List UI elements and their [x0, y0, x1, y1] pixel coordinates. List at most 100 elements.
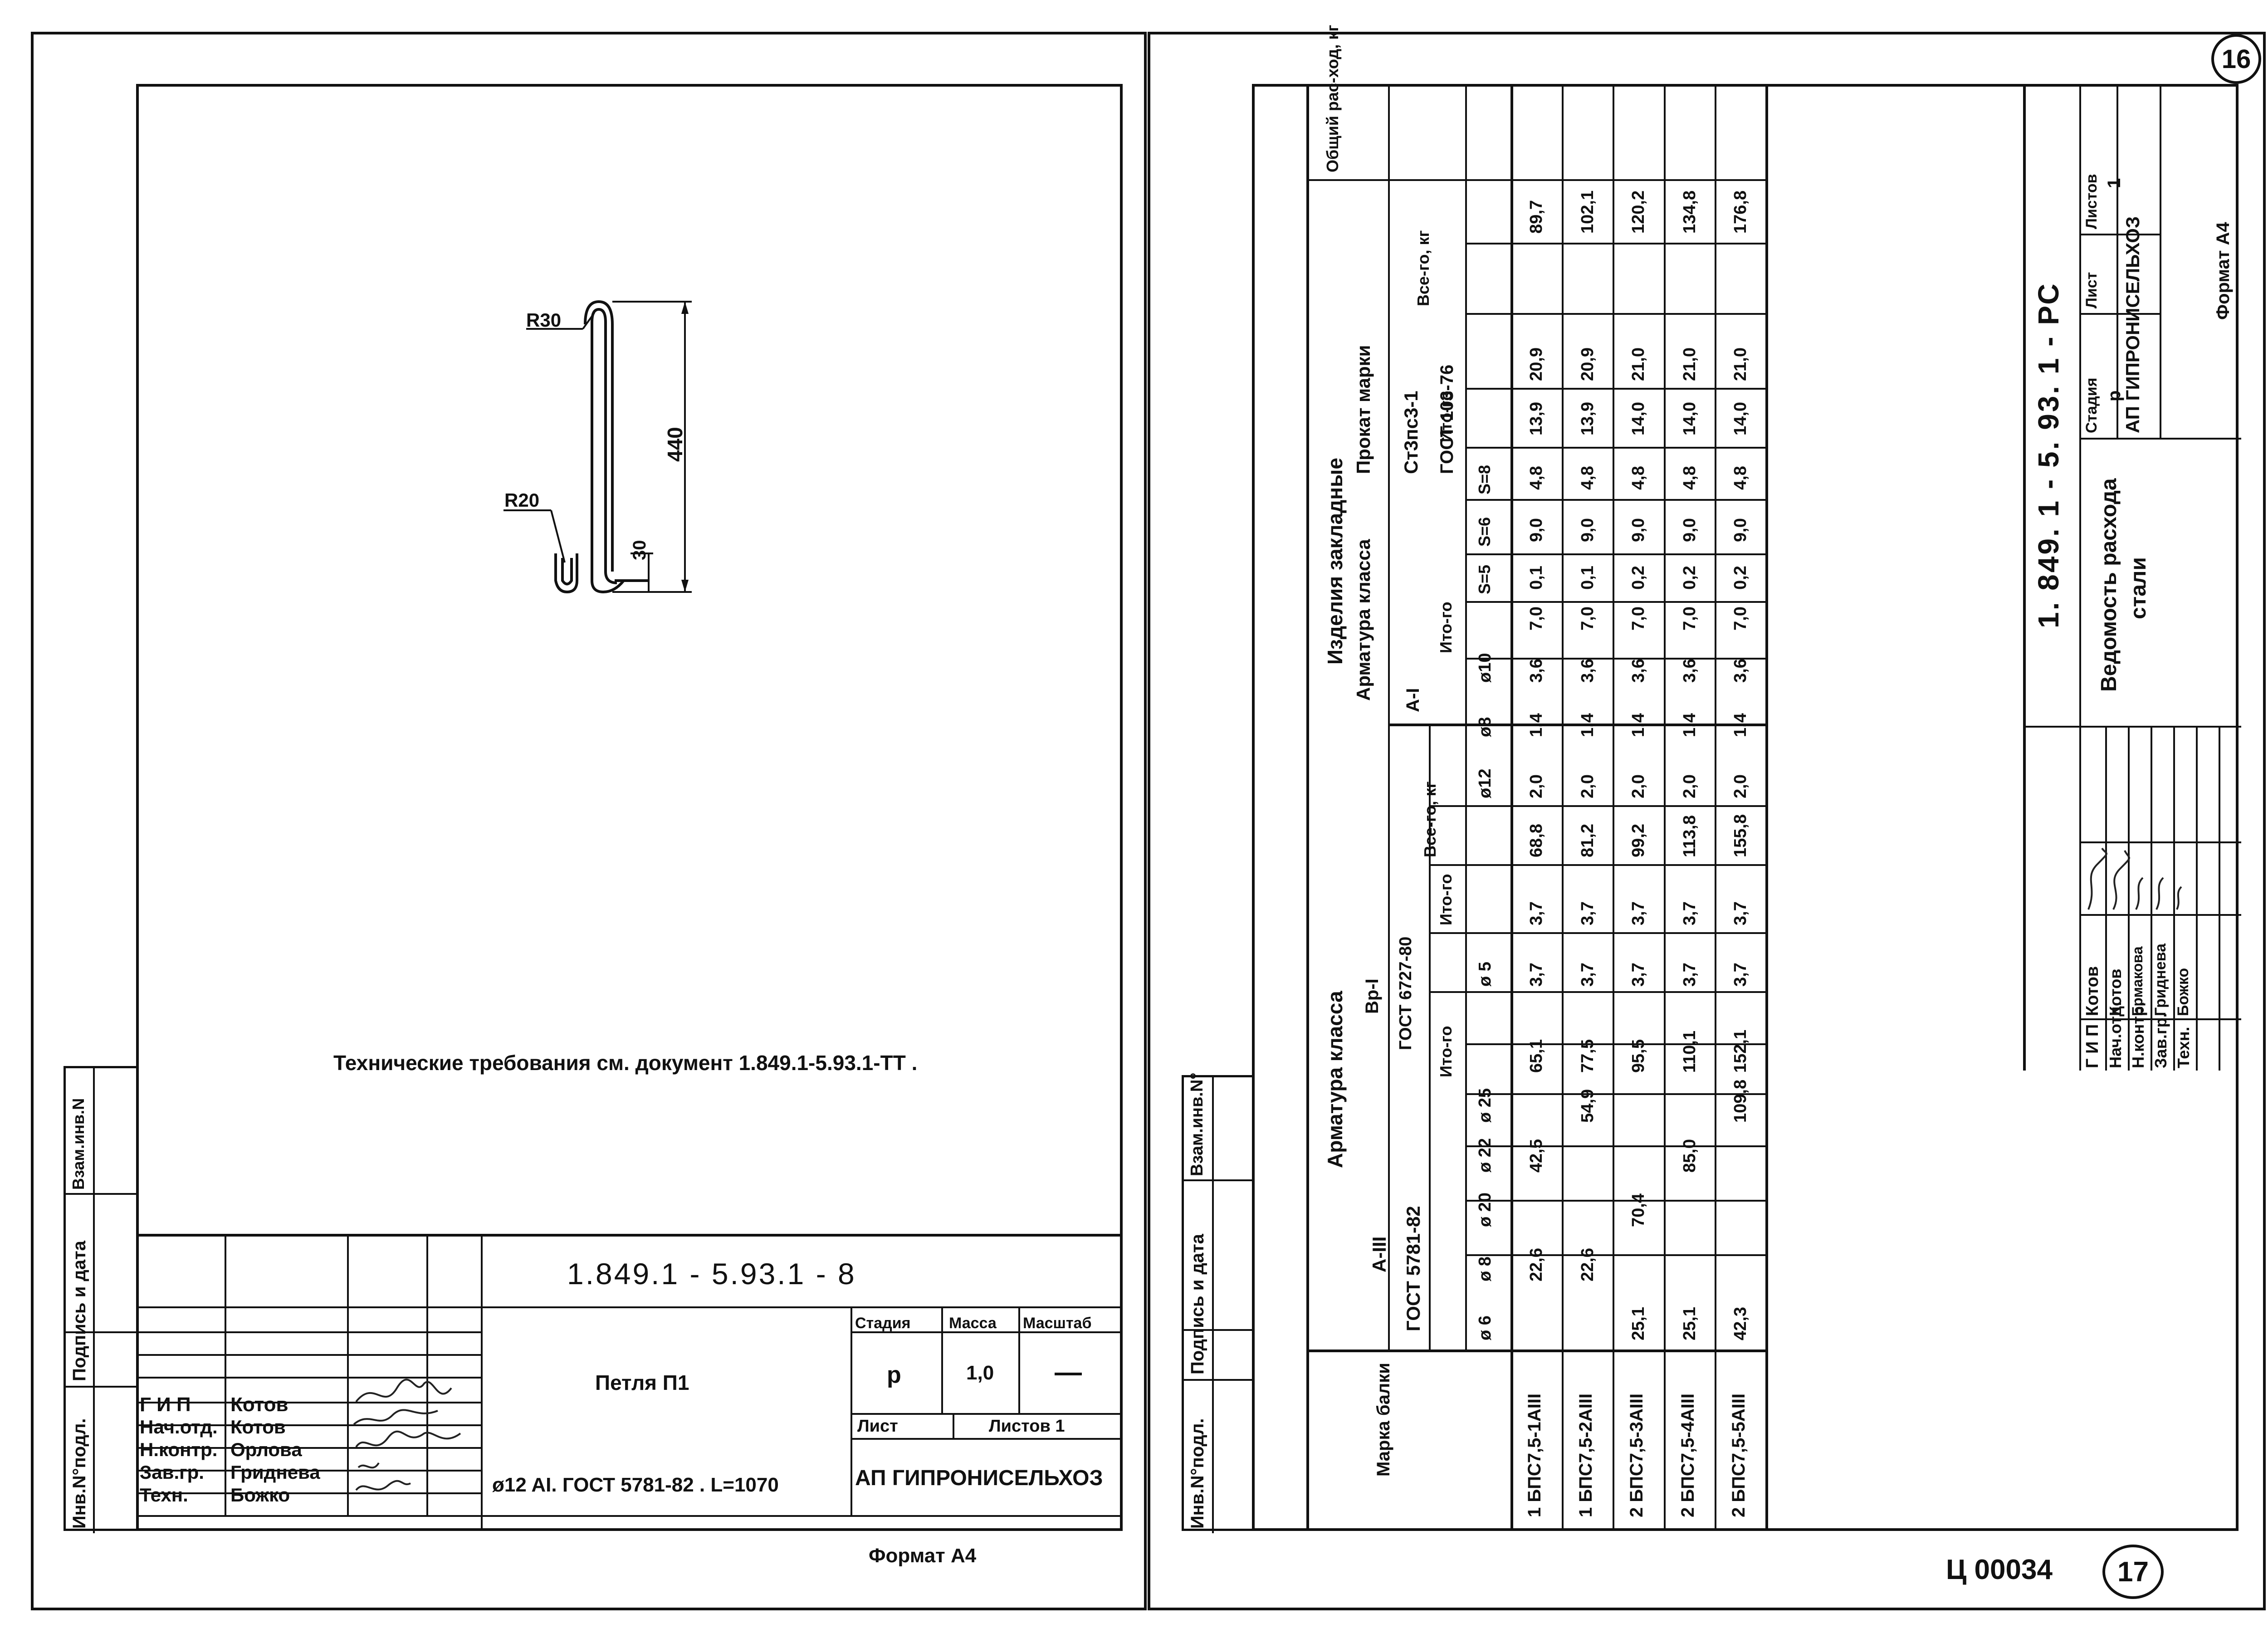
table-cell: 3,6 — [1629, 659, 1648, 683]
hdr-itogo-4: Ито-го — [1437, 391, 1455, 442]
right-title-l2: стали — [2126, 557, 2151, 619]
table-cell: 4,8 — [1680, 466, 1699, 490]
hdr-d8: ø 8 — [1476, 1257, 1495, 1281]
col-marka-label: Марка балки — [1374, 1363, 1393, 1477]
st3-label: Ст3пс3-1 — [1400, 391, 1422, 474]
hdr-s6: S=6 — [1475, 517, 1494, 547]
hdr-itogo-2: Ито-го — [1437, 874, 1455, 925]
table-cell: 2,0 — [1629, 774, 1648, 798]
list-label: Лист — [857, 1417, 898, 1436]
table-cell: 1,4 — [1629, 713, 1648, 737]
table-cell: 2,0 — [1578, 774, 1597, 798]
table-cell: 3,7 — [1578, 901, 1597, 925]
table-cell: 81,2 — [1578, 824, 1597, 857]
table-cell: 152,1 — [1731, 1029, 1750, 1073]
table-cell: 21,0 — [1680, 347, 1699, 381]
table-cell: 95,5 — [1629, 1039, 1648, 1073]
left-doc-code: 1.849.1 - 5.93.1 - 8 — [567, 1257, 856, 1291]
table-cell: 9,0 — [1731, 518, 1750, 542]
signatures — [353, 1379, 461, 1491]
table-cell: 113,8 — [1680, 815, 1699, 857]
masshtab-label: Масштаб — [1023, 1315, 1092, 1332]
page-number-bottom: 17 — [2102, 1545, 2164, 1599]
role-nkontr: Н.контр. — [140, 1439, 218, 1460]
massa-value: 1,0 — [966, 1362, 994, 1384]
table-cell: 1,4 — [1680, 713, 1699, 737]
role-nachotd: Нач.отд. — [140, 1416, 218, 1438]
podpis-data-label: Подпись и дата — [69, 1241, 89, 1381]
table-cell: 70,4 — [1629, 1193, 1648, 1227]
table-cell: 1,4 — [1731, 713, 1750, 737]
tech-requirements-note: Технические требования см. документ 1.84… — [333, 1051, 918, 1075]
vzam-inv-label: Взам.инв.N — [69, 1098, 88, 1190]
table-cell: 54,9 — [1578, 1089, 1597, 1123]
table-cell: 3,6 — [1731, 659, 1750, 683]
table-cell: 7,0 — [1731, 606, 1750, 631]
table-cell: 0,1 — [1527, 566, 1546, 590]
table-cell: 3,6 — [1527, 659, 1546, 683]
table-cell: 7,0 — [1629, 606, 1648, 631]
arm-klassa-label: Арматура класса — [1353, 539, 1374, 701]
table-cell: 3,7 — [1731, 901, 1750, 925]
table-row-mark: 2 БПС7,5-3АIII — [1627, 1393, 1647, 1517]
right-listov-value: 1 — [2104, 178, 2124, 188]
table-cell: 99,2 — [1629, 824, 1648, 857]
table-cell: 3,7 — [1629, 963, 1648, 987]
table-cell: 21,0 — [1629, 347, 1648, 381]
table-cell: 0,1 — [1578, 566, 1597, 590]
masshtab-value: — — [1055, 1357, 1082, 1387]
gost-5781-label: ГОСТ 5781-82 — [1403, 1206, 1424, 1331]
table-cell: 176,8 — [1731, 190, 1750, 234]
listov-label: Листов 1 — [989, 1417, 1065, 1436]
right-doc-code: 1. 849. 1 - 5. 93. 1 - РС — [2032, 282, 2065, 628]
role-gip: Г И П — [140, 1394, 191, 1416]
left-format-label: Формат А4 — [869, 1545, 977, 1567]
right-inv-podl-label: Инв.N°подл. — [1188, 1418, 1207, 1529]
massa-label: Масса — [949, 1315, 997, 1332]
right-role-zavgr: Зав.гр. — [2151, 1013, 2170, 1068]
hdr-d20: ø 20 — [1476, 1192, 1495, 1227]
right-sheet: 16 17 Ц 00034 Инв.N°подл. Подпись и дата… — [1143, 0, 2268, 1638]
bp1-label: Вр-I — [1362, 978, 1382, 1014]
right-name-zavgr: Гриднева — [2152, 943, 2169, 1016]
table-cell: 3,7 — [1680, 901, 1699, 925]
right-podpis-data-label: Подпись и дата — [1188, 1234, 1207, 1374]
table-cell: 3,7 — [1731, 963, 1750, 987]
table-cell: 0,2 — [1629, 566, 1648, 590]
role-tekhn: Техн. — [140, 1484, 188, 1506]
table-cell: 3,7 — [1527, 901, 1546, 925]
steel-table: Марка балки Арматура класса ГОСТ 5781-82… — [1306, 25, 2077, 1531]
table-cell: 4,8 — [1629, 466, 1648, 490]
hdr-d10: ø10 — [1476, 653, 1495, 683]
table-cell: 14,0 — [1629, 402, 1648, 435]
hdr-s8: S=8 — [1475, 465, 1494, 494]
hdr-s5: S=5 — [1475, 564, 1494, 594]
table-cell: 2,0 — [1527, 774, 1546, 798]
gost-6727-label: ГОСТ 6727-80 — [1396, 936, 1415, 1050]
right-name-gip: Котов — [2083, 966, 2102, 1016]
table-cell: 110,1 — [1680, 1031, 1699, 1073]
r30-label: R30 — [526, 309, 562, 331]
a1-label: А-I — [1403, 688, 1423, 712]
right-name-nachotd: Котов — [2106, 968, 2125, 1016]
right-title-l1: Ведомость расхода — [2097, 478, 2121, 692]
page-number-top: 16 — [2211, 34, 2261, 84]
table-cell: 77,5 — [1578, 1039, 1597, 1073]
right-side-stamp: Инв.N°подл. Подпись и дата Взам.инв.N° — [1182, 1072, 1254, 1533]
table-cell: 25,1 — [1629, 1307, 1648, 1340]
archive-code: Ц 00034 — [1946, 1554, 2053, 1585]
name-gip: Котов — [230, 1394, 288, 1416]
right-stadia-value: р — [2104, 390, 2124, 401]
table-cell: 3,7 — [1527, 963, 1546, 987]
right-role-tekhn: Техн. — [2174, 1027, 2193, 1068]
right-list-label: Лист — [2083, 272, 2100, 308]
grp-izdelia-label: Изделия закладные — [1323, 458, 1347, 665]
right-vzam-inv-label: Взам.инв.N° — [1188, 1072, 1207, 1176]
left-drawing-frame — [136, 84, 1123, 1531]
table-cell: 102,1 — [1578, 190, 1597, 234]
table-cell: 65,1 — [1527, 1039, 1546, 1073]
table-cell: 7,0 — [1527, 606, 1546, 631]
table-cell: 9,0 — [1578, 518, 1597, 542]
dim-30-label: 30 — [630, 540, 650, 561]
